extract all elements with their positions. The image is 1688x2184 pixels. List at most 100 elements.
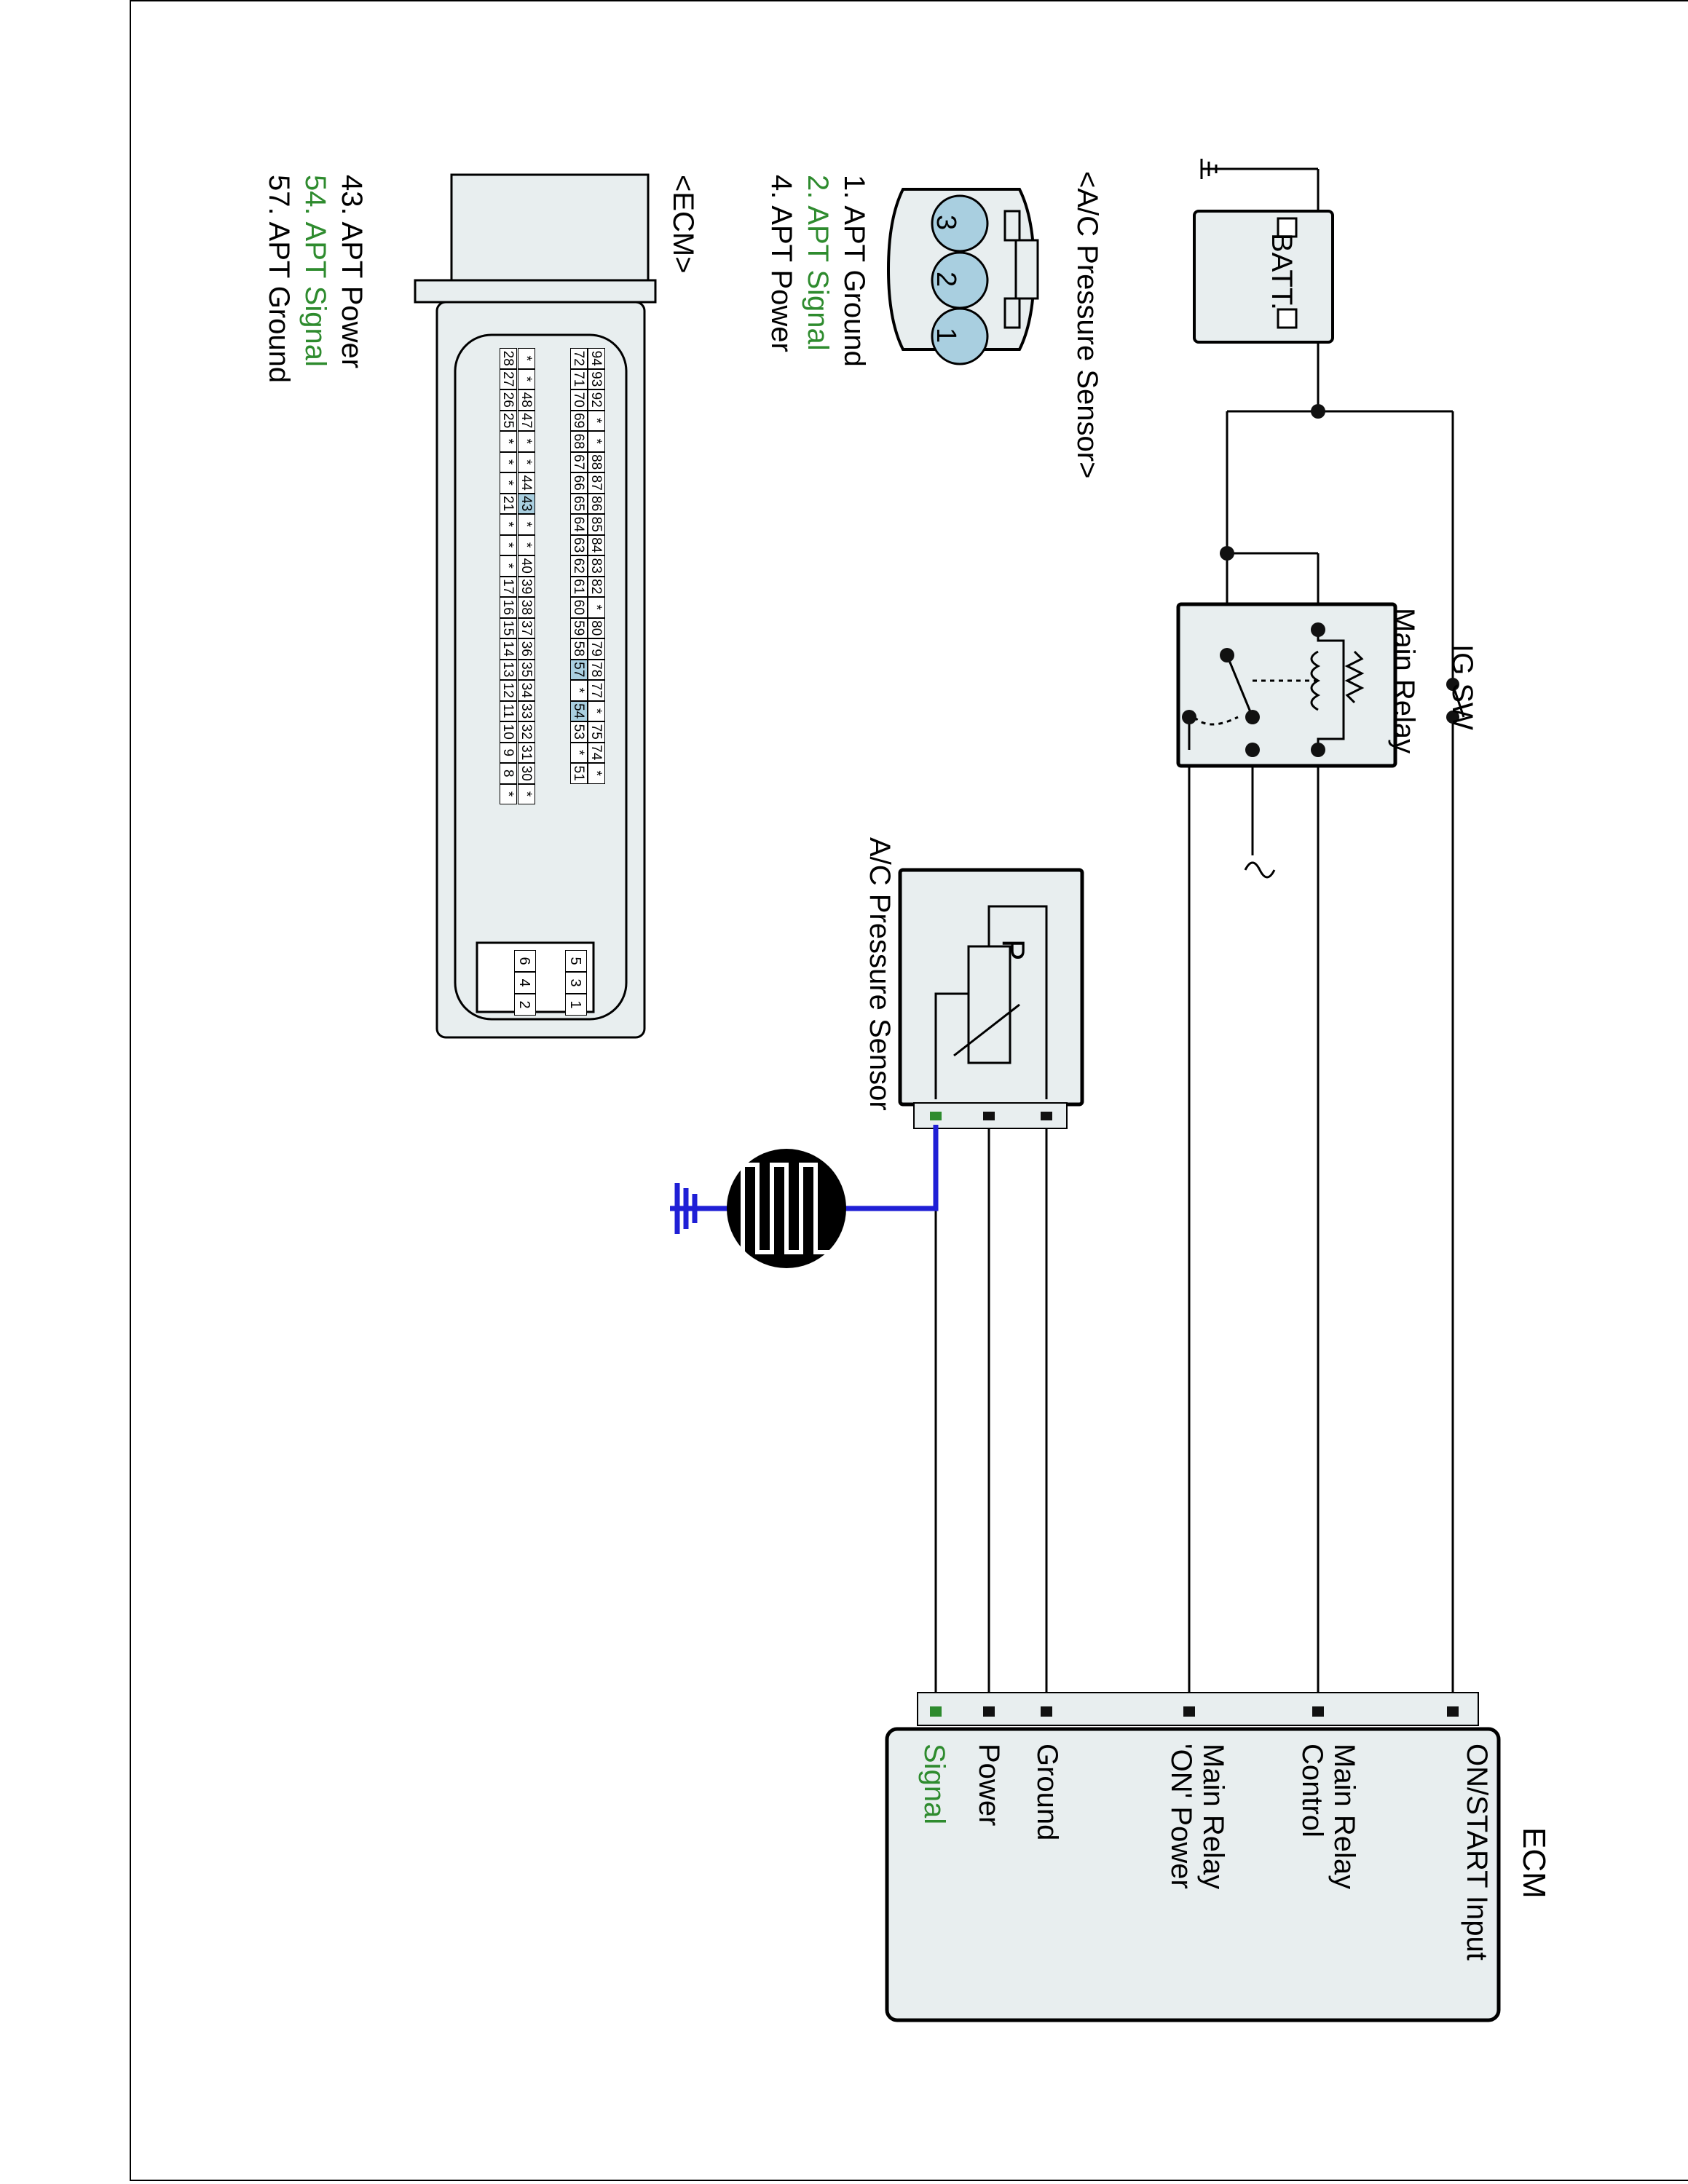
ecm-pin-cell: 84 bbox=[588, 534, 605, 555]
ecm-pin-label-on-start: ON/START Input bbox=[1461, 1744, 1493, 1961]
ecm-pin-cell: 72 bbox=[570, 348, 588, 369]
ecm-legend-3: 57. APT Ground bbox=[263, 175, 295, 384]
ecm-pin-label-signal: Signal bbox=[918, 1744, 950, 1825]
relay-pin bbox=[1245, 710, 1260, 724]
ecm-pin-cell: 28 bbox=[500, 348, 517, 369]
sensor-connector-title: <A/C Pressure Sensor> bbox=[1071, 171, 1103, 479]
ecm-pin-cell: 71 bbox=[570, 368, 588, 389]
ecm-pin-cell: 44 bbox=[518, 472, 535, 494]
ecm-pin-cell: * bbox=[518, 451, 535, 472]
ecm-pin-cell: * bbox=[500, 555, 517, 577]
ecm-pin-cell: 8 bbox=[500, 763, 517, 784]
ecm-pin-cell: * bbox=[518, 348, 535, 369]
ecm-pin-cell: 51 bbox=[570, 763, 588, 784]
ecm-pin-cell: 77 bbox=[588, 680, 605, 701]
sensor-connector-drawing bbox=[886, 188, 1039, 365]
ecm-pin-cell: * bbox=[500, 472, 517, 494]
main-relay-label: Main Relay bbox=[1388, 608, 1420, 754]
ecm-pin-cell: * bbox=[588, 597, 605, 618]
ecm-pin-cell: 37 bbox=[518, 617, 535, 638]
ecm-pin-cell: 60 bbox=[570, 597, 588, 618]
ecm-pin-cell: * bbox=[500, 534, 517, 555]
ecm-pin-cell: 69 bbox=[570, 410, 588, 431]
ecm-pin-cell: 58 bbox=[570, 638, 588, 660]
ecm-pin-cell: 14 bbox=[500, 638, 517, 660]
ecm-pin-cell: 70 bbox=[570, 389, 588, 411]
ecm-small-pin-cell: 4 bbox=[514, 972, 536, 994]
ecm-pin-cell: 26 bbox=[500, 389, 517, 411]
ecm-pin-label-relay-control: Main Relay Control bbox=[1296, 1744, 1360, 1890]
sensor-variable-arrow bbox=[953, 1003, 1020, 1057]
ecm-pin-cell: 40 bbox=[518, 555, 535, 577]
ecm-pin-cell: 61 bbox=[570, 576, 588, 597]
ecm-pin-cell: 47 bbox=[518, 410, 535, 431]
ecm-pin-cell: 9 bbox=[500, 742, 517, 763]
sensor-symbol: P bbox=[995, 939, 1031, 961]
ecm-small-pin-cell: 6 bbox=[514, 950, 536, 972]
ecm-pin-cell: * bbox=[518, 368, 535, 389]
ecm-pin-signal bbox=[930, 1706, 942, 1717]
sensor-block-label: A/C Pressure Sensor bbox=[864, 837, 896, 1111]
ecm-pin-cell: * bbox=[588, 700, 605, 721]
ecm-pin-cell: 83 bbox=[588, 555, 605, 577]
ecm-pin-cell: 36 bbox=[518, 638, 535, 660]
ecm-pin-cell: * bbox=[518, 783, 535, 804]
ecm-pin-cell: 43 bbox=[518, 493, 535, 514]
ecm-pin-cell: 65 bbox=[570, 493, 588, 514]
ecm-pin-cell: * bbox=[500, 514, 517, 535]
ecm-small-pin-cell: 5 bbox=[565, 950, 587, 972]
ecm-pin-cell: * bbox=[500, 451, 517, 472]
ecm-pin-cell: 67 bbox=[570, 451, 588, 472]
ecm-pin-cell: 94 bbox=[588, 348, 605, 369]
relay-resistor bbox=[1344, 650, 1365, 704]
ecm-pin-cell: 53 bbox=[570, 721, 588, 743]
relay-pin bbox=[1311, 622, 1325, 637]
ecm-pin-cell: 48 bbox=[518, 389, 535, 411]
ecm-pin-label-relay-on-power: Main Relay 'ON' Power bbox=[1165, 1744, 1229, 1890]
sensor-internal-wire bbox=[987, 905, 1048, 1099]
ecm-pin-cell: 25 bbox=[500, 410, 517, 431]
sensor-legend-1: 1. APT Ground bbox=[838, 175, 870, 367]
ecm-pin bbox=[1183, 1706, 1195, 1717]
ecm-pin-cell: 79 bbox=[588, 638, 605, 660]
sensor-pin-1: 1 bbox=[931, 328, 961, 344]
sensor-pin-signal bbox=[930, 1112, 942, 1120]
ecm-pin-cell: 39 bbox=[518, 576, 535, 597]
ecm-pin-cell: 10 bbox=[500, 721, 517, 743]
ecm-pin-label-ground: Ground bbox=[1031, 1744, 1063, 1841]
ecm-pin-cell: 15 bbox=[500, 617, 517, 638]
ecm-pin bbox=[1041, 1706, 1052, 1717]
ecm-pin-cell: 75 bbox=[588, 721, 605, 743]
ecm-box bbox=[885, 1727, 1501, 2022]
ecm-pin-cell: 32 bbox=[518, 721, 535, 743]
ecm-small-pin-cell: 1 bbox=[565, 994, 587, 1016]
ecm-pin-cell: * bbox=[500, 783, 517, 804]
ecm-small-pin-cell: 2 bbox=[514, 994, 536, 1016]
ecm-pin-cell: 82 bbox=[588, 576, 605, 597]
ecm-pin-cell: 17 bbox=[500, 576, 517, 597]
ecm-pin-cell: 86 bbox=[588, 493, 605, 514]
ig-sw-pin bbox=[1446, 711, 1459, 724]
ground-icon bbox=[1200, 159, 1218, 179]
relay-pin bbox=[1182, 710, 1196, 724]
ecm-pin-label-power: Power bbox=[973, 1744, 1005, 1827]
ecm-pin-cell: 85 bbox=[588, 514, 605, 535]
sensor-legend-2: 2. APT Signal bbox=[802, 175, 834, 351]
ig-sw-pin bbox=[1446, 678, 1459, 691]
battery-plus-terminal bbox=[1277, 308, 1298, 329]
ecm-pin-cell: 93 bbox=[588, 368, 605, 389]
main-relay-box bbox=[1176, 602, 1397, 768]
ecm-pin-cell: 78 bbox=[588, 659, 605, 680]
battery-minus-terminal bbox=[1277, 217, 1298, 238]
ecm-pin-cell: 38 bbox=[518, 597, 535, 618]
ecm-pin-cell: 59 bbox=[570, 617, 588, 638]
sensor-legend-3: 4. APT Power bbox=[765, 175, 797, 352]
ecm-pin-cell: 13 bbox=[500, 659, 517, 680]
sensor-pin-2: 2 bbox=[931, 272, 961, 288]
ig-sw-label: IG SW bbox=[1446, 644, 1478, 730]
sensor-internal-signal bbox=[934, 992, 969, 1099]
ecm-pin bbox=[983, 1706, 995, 1717]
relay-fuse-symbol bbox=[1244, 861, 1276, 879]
ecm-pin-cell: * bbox=[518, 534, 535, 555]
